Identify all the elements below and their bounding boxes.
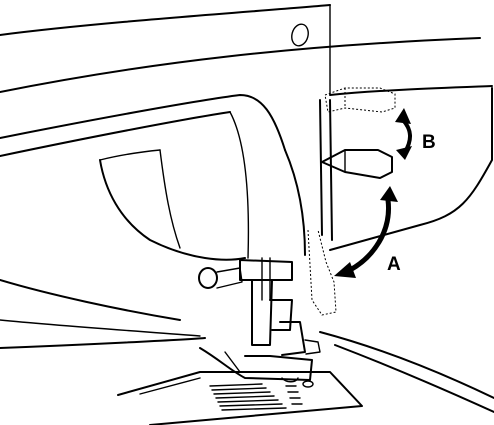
machine-bed	[0, 279, 494, 413]
arrow-a	[334, 186, 398, 278]
lever-raised-position	[307, 87, 396, 316]
callout-label-a: A	[387, 254, 401, 275]
needle-bar-column	[261, 149, 306, 301]
needle-plate	[117, 371, 363, 425]
feed-dogs	[209, 383, 303, 411]
presser-foot	[198, 259, 321, 383]
callout-label-b: B	[422, 132, 436, 153]
indicator-oval	[291, 23, 309, 47]
arm-underside	[99, 111, 250, 261]
presser-foot-lever	[319, 99, 393, 241]
machine-body-outline	[0, 4, 493, 251]
arrow-b	[395, 108, 412, 160]
